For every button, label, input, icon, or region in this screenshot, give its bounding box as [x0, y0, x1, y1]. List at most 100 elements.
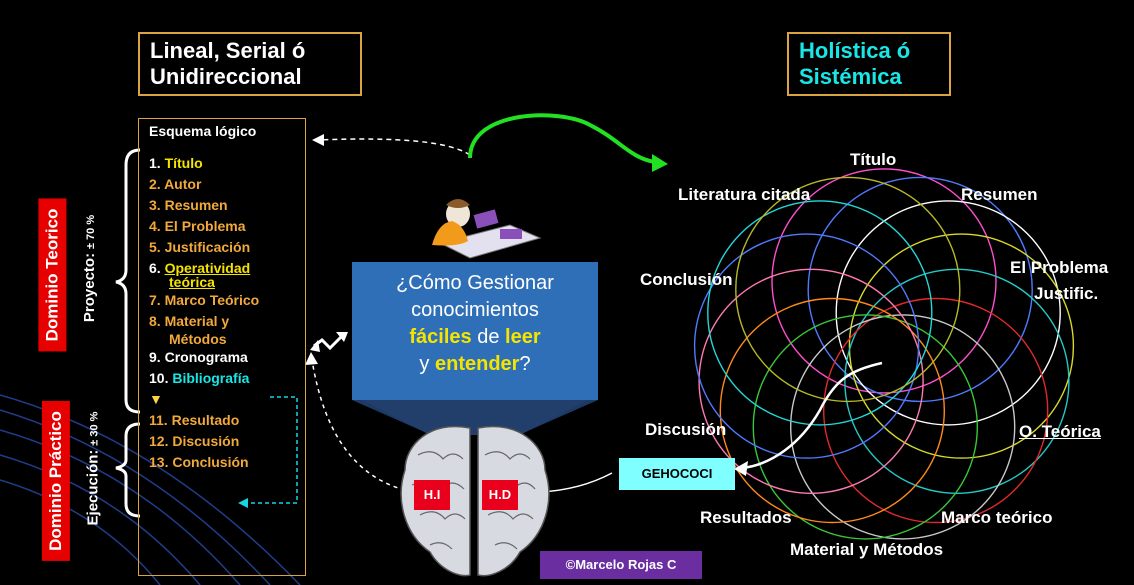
label-literatura: Literatura citada [678, 185, 811, 204]
label-oteorica: O. Teórica [1019, 422, 1101, 441]
bracket-proyecto [115, 148, 141, 414]
holistic-title-line1: Holística ó [799, 38, 911, 63]
center-to-gehococi-arrow [741, 361, 883, 470]
dashed-arrow-top-head [312, 134, 324, 146]
dashed-arrow-brain [311, 359, 406, 491]
holistic-circle [719, 297, 945, 524]
outline-item-number: 12. [149, 433, 169, 449]
outline-item-text: Métodos [169, 331, 227, 347]
holistic-circle [835, 200, 1061, 426]
outline-item: ▼ [149, 389, 259, 410]
holistic-title-line2: Sistémica [799, 64, 902, 89]
dashed-arrow-top [317, 138, 471, 156]
word-faciles: fáciles [409, 326, 472, 348]
outline-item: 7. Marco Teórico [149, 290, 259, 311]
proyecto-pct: ± 70 % [85, 214, 98, 250]
question-line4: y entender? [352, 351, 598, 378]
outline-item-text: Conclusión [172, 454, 249, 470]
outline-item-number: 7. [149, 292, 161, 308]
funnel-body [362, 400, 588, 435]
outline-item-number: 9. [149, 349, 161, 365]
center-arrow-head [734, 461, 748, 476]
word-y: y [419, 353, 435, 375]
holistic-circle [771, 168, 997, 394]
outline-item: 1. Título [149, 153, 259, 174]
outline-item-text: Cronograma [164, 349, 248, 365]
outline-item: 3. Resumen [149, 195, 259, 216]
outline-item: teórica [149, 275, 259, 290]
holistic-circle [707, 200, 933, 426]
question-line2: conocimientos [411, 299, 539, 321]
ejecucion-label: Ejecución: ± 30 % [84, 412, 101, 526]
holistic-circle [844, 268, 1070, 494]
label-material: Material y Métodos [790, 540, 944, 559]
word-de: de [471, 326, 506, 348]
outline-item-number: 5. [149, 239, 161, 255]
holistic-circle [693, 233, 920, 459]
cyan-dashed-loop [243, 396, 298, 504]
holistic-title-box: Holística ó Sistémica [787, 32, 951, 96]
holistic-circle [735, 176, 961, 403]
lightning-arrow-head-right [336, 332, 348, 342]
linear-title-line1: Lineal, Serial ó [150, 38, 306, 63]
outline-item-text: El Problema [164, 218, 246, 234]
dominio-practico-label: Dominio Práctico [41, 401, 70, 561]
outline-item: 9. Cronograma [149, 347, 259, 368]
word-question-mark: ? [519, 353, 531, 375]
holistic-circle [848, 233, 1075, 459]
dashed-arrow-brain-head [305, 352, 318, 365]
proyecto-text: Proyecto: [81, 252, 99, 323]
bracket-ejecucion [115, 422, 141, 518]
outline-item-text: Operatividad [164, 260, 251, 276]
thinker-figure [432, 199, 542, 259]
down-arrow-icon: ▼ [149, 391, 163, 407]
proyecto-label: Proyecto: ± 70 % [81, 215, 98, 322]
outline-item-text: Discusión [172, 433, 240, 449]
green-arrow-head [652, 154, 668, 172]
label-resultados: Resultados [700, 508, 792, 527]
outline-item-text: Marco Teórico [164, 292, 260, 308]
holistic-circle [790, 314, 1016, 540]
outline-item: 13. Conclusión [149, 452, 259, 473]
outline-item-text: teórica [169, 274, 215, 290]
gehococi-box: GEHOCOCI [619, 458, 735, 490]
outline-item-text: Autor [164, 176, 202, 192]
outline-item-number: 1. [149, 155, 161, 171]
outline-item: 11. Resultado [149, 410, 259, 431]
right-hemisphere-label: H.D [482, 480, 518, 510]
outline-item: Métodos [149, 332, 259, 347]
question-line1: ¿Cómo Gestionar [396, 272, 554, 294]
label-titulo: Título [850, 150, 897, 169]
question-line3: fáciles de leer [352, 324, 598, 351]
outline-item: 4. El Problema [149, 216, 259, 237]
outline-item: 6. Operatividad [149, 258, 259, 279]
lightning-arrow-head-left [310, 340, 320, 352]
label-problema: El Problema [1010, 258, 1109, 277]
label-discusion: Discusión [645, 420, 727, 439]
holistic-circle [807, 176, 1033, 403]
outline-item: 12. Discusión [149, 431, 259, 452]
outline-item-number: 13. [149, 454, 169, 470]
dominio-teorico-label: Dominio Teorico [38, 198, 67, 352]
outline-item-number: 2. [149, 176, 161, 192]
outline-item-text: Material y [164, 313, 230, 329]
cyan-loop-head [238, 498, 248, 508]
word-entender: entender [434, 353, 520, 375]
green-arrow [468, 113, 656, 164]
holistic-circle [698, 268, 924, 494]
brain-to-gehococi-line [539, 472, 613, 493]
outline-item-text: Resumen [164, 197, 228, 213]
holistic-circle [752, 314, 978, 540]
linear-title-box: Lineal, Serial ó Unidireccional [138, 32, 362, 96]
label-justific: Justific. [1034, 284, 1099, 303]
left-hemisphere-label: H.I [414, 480, 450, 510]
outline-item-number: 8. [149, 313, 161, 329]
label-resumen: Resumen [961, 185, 1038, 204]
linear-title-line2: Unidireccional [150, 64, 302, 89]
word-leer: leer [505, 326, 541, 348]
outline-item: 5. Justificación [149, 237, 259, 258]
